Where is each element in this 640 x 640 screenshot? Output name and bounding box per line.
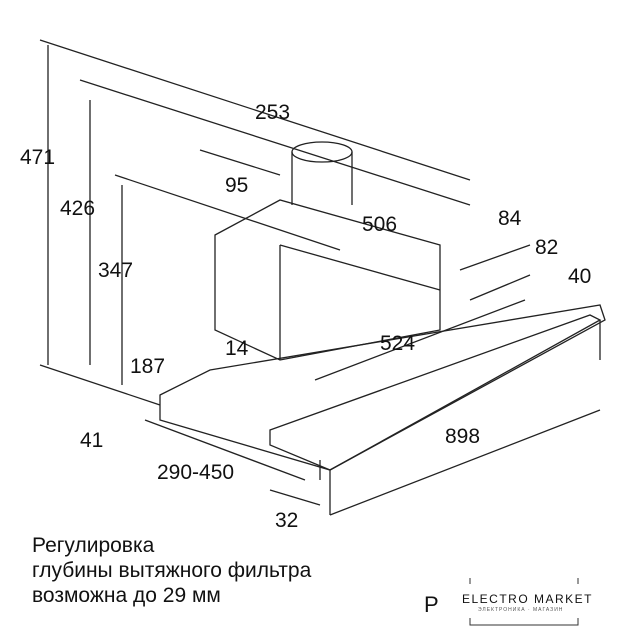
dim-14: 14	[225, 337, 249, 360]
dim-41: 41	[80, 429, 104, 452]
dim-32: 32	[275, 509, 299, 532]
dim-506: 506	[362, 213, 398, 236]
caption-line-2: глубины вытяжного фильтра	[32, 559, 312, 582]
dim-84: 84	[498, 207, 522, 230]
logo-brand: ELECTRO MARKET	[462, 592, 594, 606]
logo-frame	[469, 578, 579, 626]
dim-95: 95	[225, 174, 249, 197]
caption-line-3: возможна до 29 мм	[32, 584, 221, 607]
dim-40: 40	[568, 265, 592, 288]
watermark-letter: P	[424, 592, 439, 617]
dim-898: 898	[445, 425, 481, 448]
electro-market-logo: ELECTRO MARKET ЭЛЕКТРОНИКА · МАГАЗИН	[462, 578, 592, 626]
dim-471: 471	[20, 146, 56, 169]
dim-524: 524	[380, 332, 416, 355]
caption: Регулировка глубины вытяжного фильтра во…	[32, 533, 311, 608]
dim-426: 426	[60, 197, 96, 220]
logo-subtitle: ЭЛЕКТРОНИКА · МАГАЗИН	[478, 607, 564, 613]
dim-347: 347	[98, 259, 134, 282]
dim-290-450: 290-450	[157, 461, 235, 484]
caption-line-1: Регулировка	[32, 534, 155, 557]
dim-187: 187	[130, 355, 166, 378]
dim-82: 82	[535, 236, 559, 259]
dim-253: 253	[255, 101, 291, 124]
